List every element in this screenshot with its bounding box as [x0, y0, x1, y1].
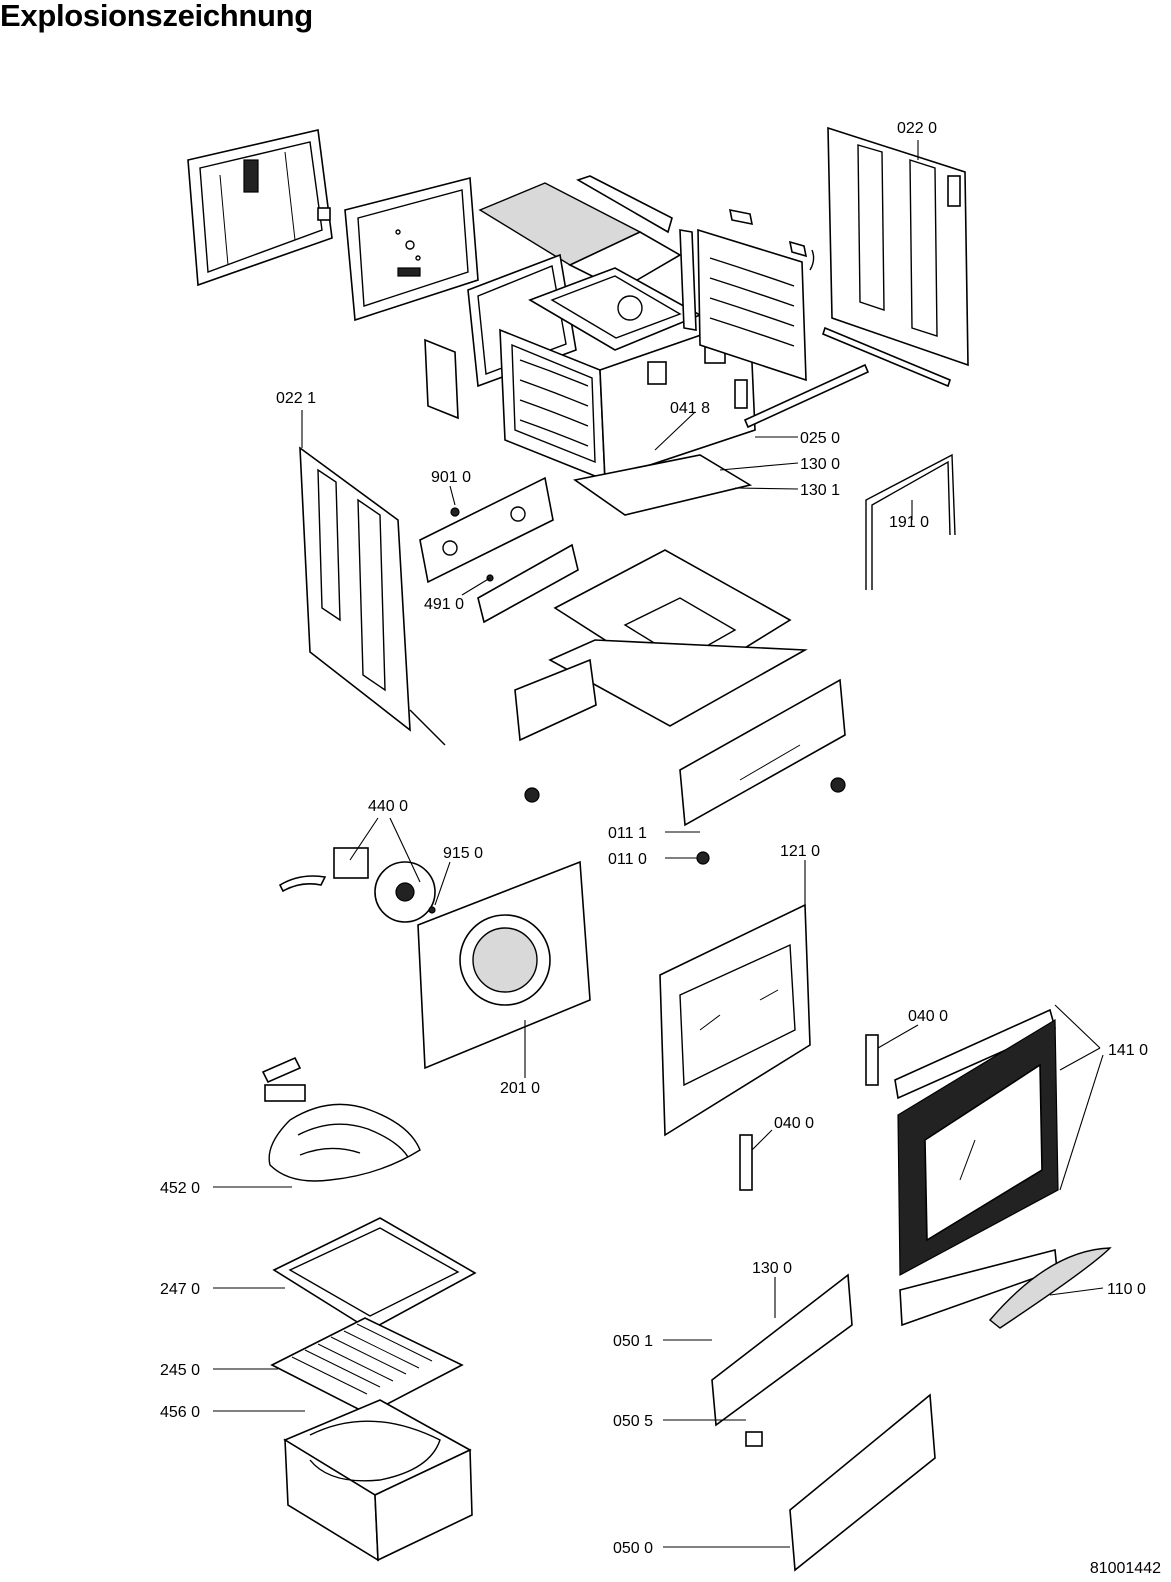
rear-cover-panel	[187, 129, 333, 287]
callout-491-0: 491 0	[424, 596, 464, 613]
callout-245-0: 245 0	[160, 1362, 200, 1379]
callout-041-8: 041 8	[670, 400, 710, 417]
fan-cover-panel	[417, 860, 591, 1070]
drawer-front	[789, 1393, 936, 1572]
control-bracket-upper	[419, 476, 554, 584]
baking-tray	[272, 1217, 477, 1331]
insulation-mat	[548, 639, 808, 727]
side-heater-panel	[679, 228, 807, 382]
callout-456-0: 456 0	[160, 1404, 200, 1421]
document-number: 81001442	[1089, 1560, 1161, 1577]
side-panel-right	[827, 126, 969, 367]
page-title: Explosionszeichnung	[0, 0, 313, 33]
bottom-tray	[283, 1399, 473, 1562]
callout-130-0-bottom: 130 0	[752, 1260, 792, 1277]
callout-040-0-upper: 040 0	[908, 1008, 948, 1025]
small-brackets	[728, 208, 815, 271]
door-handle	[988, 1247, 1112, 1329]
callout-011-0: 011 0	[608, 851, 647, 868]
callout-901-0: 901 0	[431, 469, 471, 486]
drawer-frame	[711, 1273, 853, 1427]
leader-lines	[213, 140, 1104, 1548]
fan-assembly	[278, 847, 436, 923]
callout-915-0: 915 0	[443, 845, 483, 862]
callout-201-0: 201 0	[500, 1080, 540, 1097]
callout-050-1: 050 1	[613, 1333, 653, 1350]
callout-025-0: 025 0	[800, 430, 840, 447]
inner-door	[659, 903, 811, 1137]
callout-040-0-lower: 040 0	[774, 1115, 814, 1132]
callout-440-0: 440 0	[368, 798, 408, 815]
grill-rack	[270, 1317, 464, 1415]
callout-191-0: 191 0	[889, 514, 929, 531]
door-hinges	[739, 1034, 879, 1191]
callout-050-5: 050 5	[613, 1413, 653, 1430]
callout-247-0: 247 0	[160, 1281, 200, 1298]
seal-strips	[743, 326, 951, 429]
feet	[524, 777, 846, 865]
rear-wall-panel	[344, 176, 479, 322]
grill-heater	[264, 1084, 421, 1182]
door-gasket	[865, 453, 956, 590]
oven-cavity-body	[499, 316, 756, 516]
front-plinth	[514, 658, 846, 827]
side-panel-left	[299, 446, 446, 746]
callout-452-0: 452 0	[160, 1180, 200, 1197]
callout-050-0: 050 0	[613, 1540, 653, 1557]
callout-022-0: 022 0	[897, 120, 937, 137]
callout-labels: 022 0 022 1 041 8 025 0 130 0 130 1 901 …	[160, 120, 1148, 1557]
callout-130-1: 130 1	[800, 482, 840, 499]
callout-130-0-top: 130 0	[800, 456, 840, 473]
callout-011-1: 011 1	[608, 825, 647, 842]
callout-121-0: 121 0	[780, 843, 820, 860]
small-clip-left	[261, 1056, 302, 1084]
drawer-clip	[745, 1431, 763, 1447]
outer-door	[894, 1008, 1059, 1327]
callout-110-0: 110 0	[1107, 1281, 1146, 1298]
callout-141-0: 141 0	[1108, 1042, 1148, 1059]
top-bracket	[576, 175, 673, 234]
cavity-side-bracket	[424, 338, 459, 420]
callout-022-1: 022 1	[276, 390, 316, 407]
